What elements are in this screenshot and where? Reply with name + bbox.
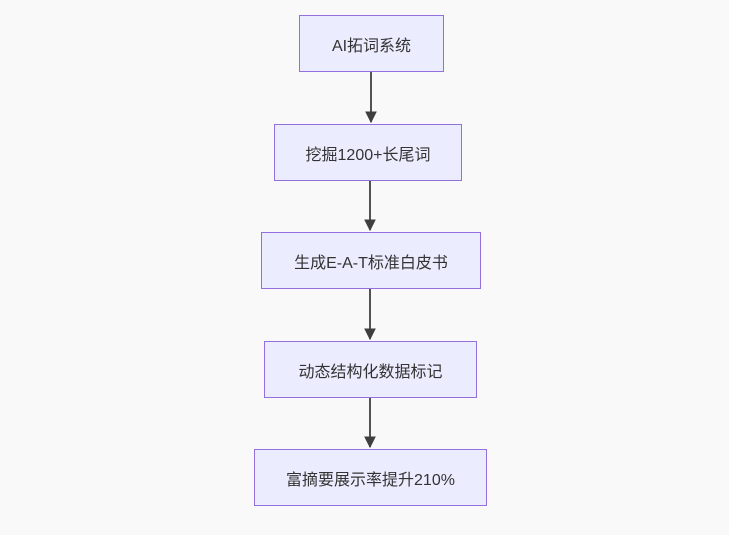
flow-node-eat-whitepaper: 生成E-A-T标准白皮书 (261, 232, 481, 289)
flow-node-ai-keyword-system: AI拓词系统 (299, 15, 444, 72)
flow-node-rich-snippet-rate: 富摘要展示率提升210% (254, 449, 487, 506)
flow-node-longtail-mining: 挖掘1200+长尾词 (274, 124, 462, 181)
flow-node-structured-data-markup: 动态结构化数据标记 (264, 341, 477, 398)
